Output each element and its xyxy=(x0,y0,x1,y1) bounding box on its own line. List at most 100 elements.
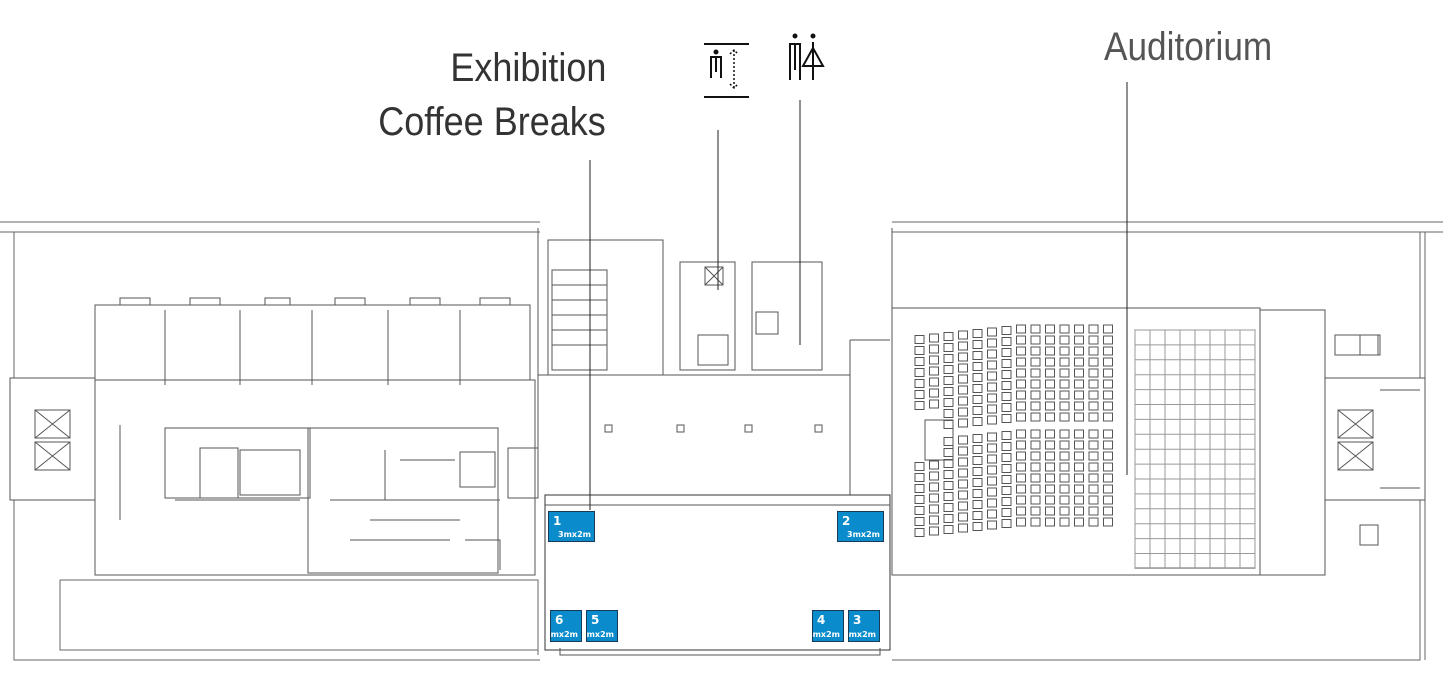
seat xyxy=(1088,346,1099,356)
seat xyxy=(1103,335,1113,345)
seat xyxy=(1016,462,1026,472)
booth-size: 2mx2m xyxy=(807,630,840,639)
seat xyxy=(1088,473,1099,483)
seat xyxy=(1016,451,1026,461)
seat xyxy=(1045,412,1055,422)
seat xyxy=(1074,346,1084,356)
seat xyxy=(1059,517,1070,527)
seat xyxy=(943,437,954,446)
seat xyxy=(1045,473,1055,483)
seat xyxy=(1016,346,1026,356)
seat xyxy=(1059,390,1070,400)
seat xyxy=(1030,462,1041,472)
seat xyxy=(1030,390,1041,400)
seat xyxy=(943,525,954,534)
seat xyxy=(958,407,968,417)
seat xyxy=(987,487,997,497)
seat xyxy=(1088,324,1099,334)
seat xyxy=(1016,390,1026,400)
seat xyxy=(958,396,968,406)
seat xyxy=(943,332,954,341)
seat xyxy=(987,520,997,530)
seat xyxy=(1074,451,1084,461)
seat xyxy=(929,460,939,470)
seat xyxy=(1088,462,1099,472)
seat xyxy=(987,443,997,453)
seat xyxy=(1088,401,1099,411)
seat xyxy=(1016,517,1026,527)
seat xyxy=(987,349,997,359)
seat xyxy=(972,434,983,443)
seat xyxy=(1088,390,1099,400)
seat xyxy=(1074,368,1084,378)
seat xyxy=(1088,451,1099,461)
seat xyxy=(1103,506,1113,516)
seat xyxy=(1103,401,1113,411)
booth-number: 6 xyxy=(555,613,564,627)
seat xyxy=(1030,517,1041,527)
seat xyxy=(1088,429,1099,439)
seat xyxy=(972,395,983,404)
seat xyxy=(1045,379,1055,389)
seat xyxy=(943,365,954,374)
seat xyxy=(1059,412,1070,422)
seat xyxy=(943,376,954,385)
seat xyxy=(1045,517,1055,527)
restroom-icon xyxy=(789,33,825,80)
seat xyxy=(929,344,939,354)
seat xyxy=(1016,473,1026,483)
seat xyxy=(1103,495,1113,505)
seat xyxy=(1001,431,1012,440)
seat xyxy=(943,481,954,490)
seat xyxy=(1074,412,1084,422)
left-wing xyxy=(9,297,539,576)
seat xyxy=(1016,401,1026,411)
seat xyxy=(1059,324,1070,334)
seat xyxy=(1030,412,1041,422)
seat xyxy=(1059,473,1070,483)
elevator-icon xyxy=(704,43,749,98)
seat xyxy=(958,418,968,428)
seat xyxy=(1088,412,1099,422)
seat xyxy=(1059,368,1070,378)
seat xyxy=(1088,379,1099,389)
exhibition-label: Exhibition xyxy=(449,46,606,90)
building-outline xyxy=(0,221,1443,661)
seat xyxy=(1001,519,1012,528)
seat xyxy=(958,385,968,395)
seat xyxy=(1074,324,1084,334)
seat xyxy=(1103,368,1113,378)
seat xyxy=(1016,495,1026,505)
seat xyxy=(1074,473,1084,483)
booth-size: 3mx2m xyxy=(558,530,591,539)
seat xyxy=(914,357,925,366)
seat xyxy=(1030,379,1041,389)
seat xyxy=(1045,390,1055,400)
seat xyxy=(972,373,983,382)
seat xyxy=(972,351,983,360)
seat xyxy=(1001,381,1012,390)
seat xyxy=(958,490,968,500)
leader-lines xyxy=(589,82,1128,510)
coffee-breaks-label: Coffee Breaks xyxy=(378,100,606,144)
seat xyxy=(1030,506,1041,516)
seat xyxy=(958,512,968,522)
seat xyxy=(1001,497,1012,506)
seat xyxy=(914,335,925,344)
seat xyxy=(943,459,954,468)
seat xyxy=(1045,324,1055,334)
seat xyxy=(1001,464,1012,473)
seat xyxy=(987,432,997,442)
seat xyxy=(958,363,968,373)
seat xyxy=(972,384,983,393)
seat xyxy=(1074,390,1084,400)
seat xyxy=(1030,368,1041,378)
seat xyxy=(958,352,968,362)
seat xyxy=(943,354,954,363)
